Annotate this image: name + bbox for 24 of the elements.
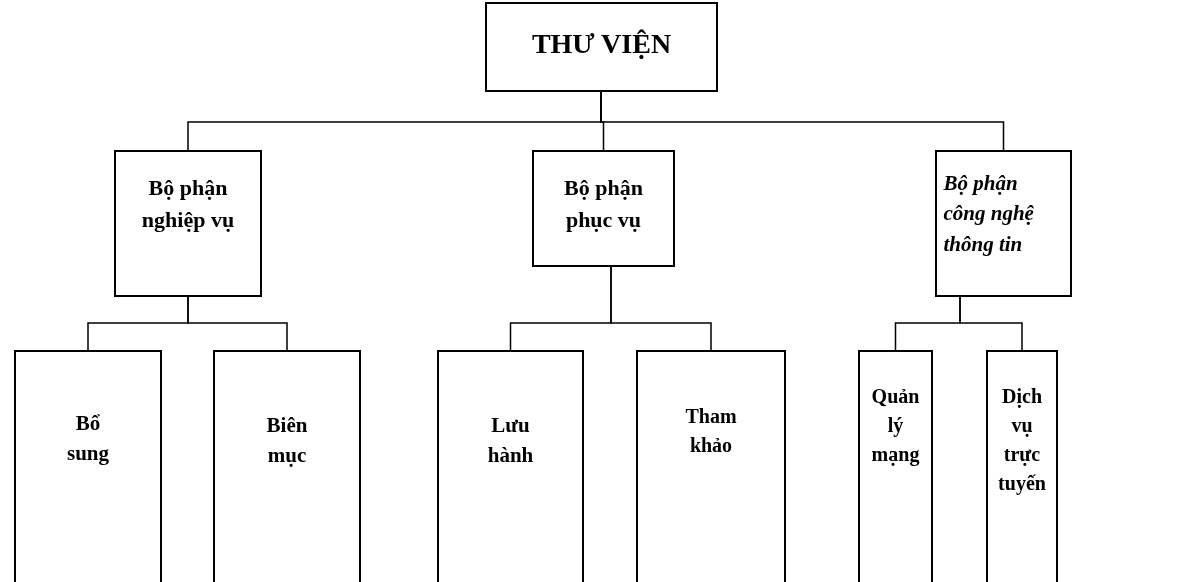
org-box <box>532 150 675 267</box>
box-label: Bổ sung <box>66 410 110 468</box>
connector-line <box>600 91 1005 151</box>
org-box <box>935 150 1072 297</box>
box-label: Bộ phận phục vụ <box>563 174 644 234</box>
org-box <box>986 350 1058 582</box>
connector-line <box>959 296 1023 351</box>
box-label: Bộ phận nghiệp vụ <box>140 174 236 234</box>
box-label: Lưu hành <box>486 412 535 470</box>
box-label: Dịch vụ trực tuyến <box>997 384 1047 497</box>
connector-line <box>610 266 712 351</box>
box-label: THƯ VIỆN <box>530 27 673 61</box>
box-label: Tham khảo <box>684 404 738 458</box>
connector-line <box>187 296 288 351</box>
org-box <box>14 350 162 582</box>
org-box <box>485 2 718 92</box>
org-box <box>213 350 361 582</box>
org-box <box>636 350 786 582</box>
box-label: Quản lý mạng <box>870 384 921 468</box>
box-label: Biên mục <box>265 412 309 470</box>
org-box <box>858 350 933 582</box>
org-box <box>437 350 584 582</box>
org-box <box>114 150 262 297</box>
box-label: Bộ phận công nghệ thông tin <box>943 170 1035 258</box>
